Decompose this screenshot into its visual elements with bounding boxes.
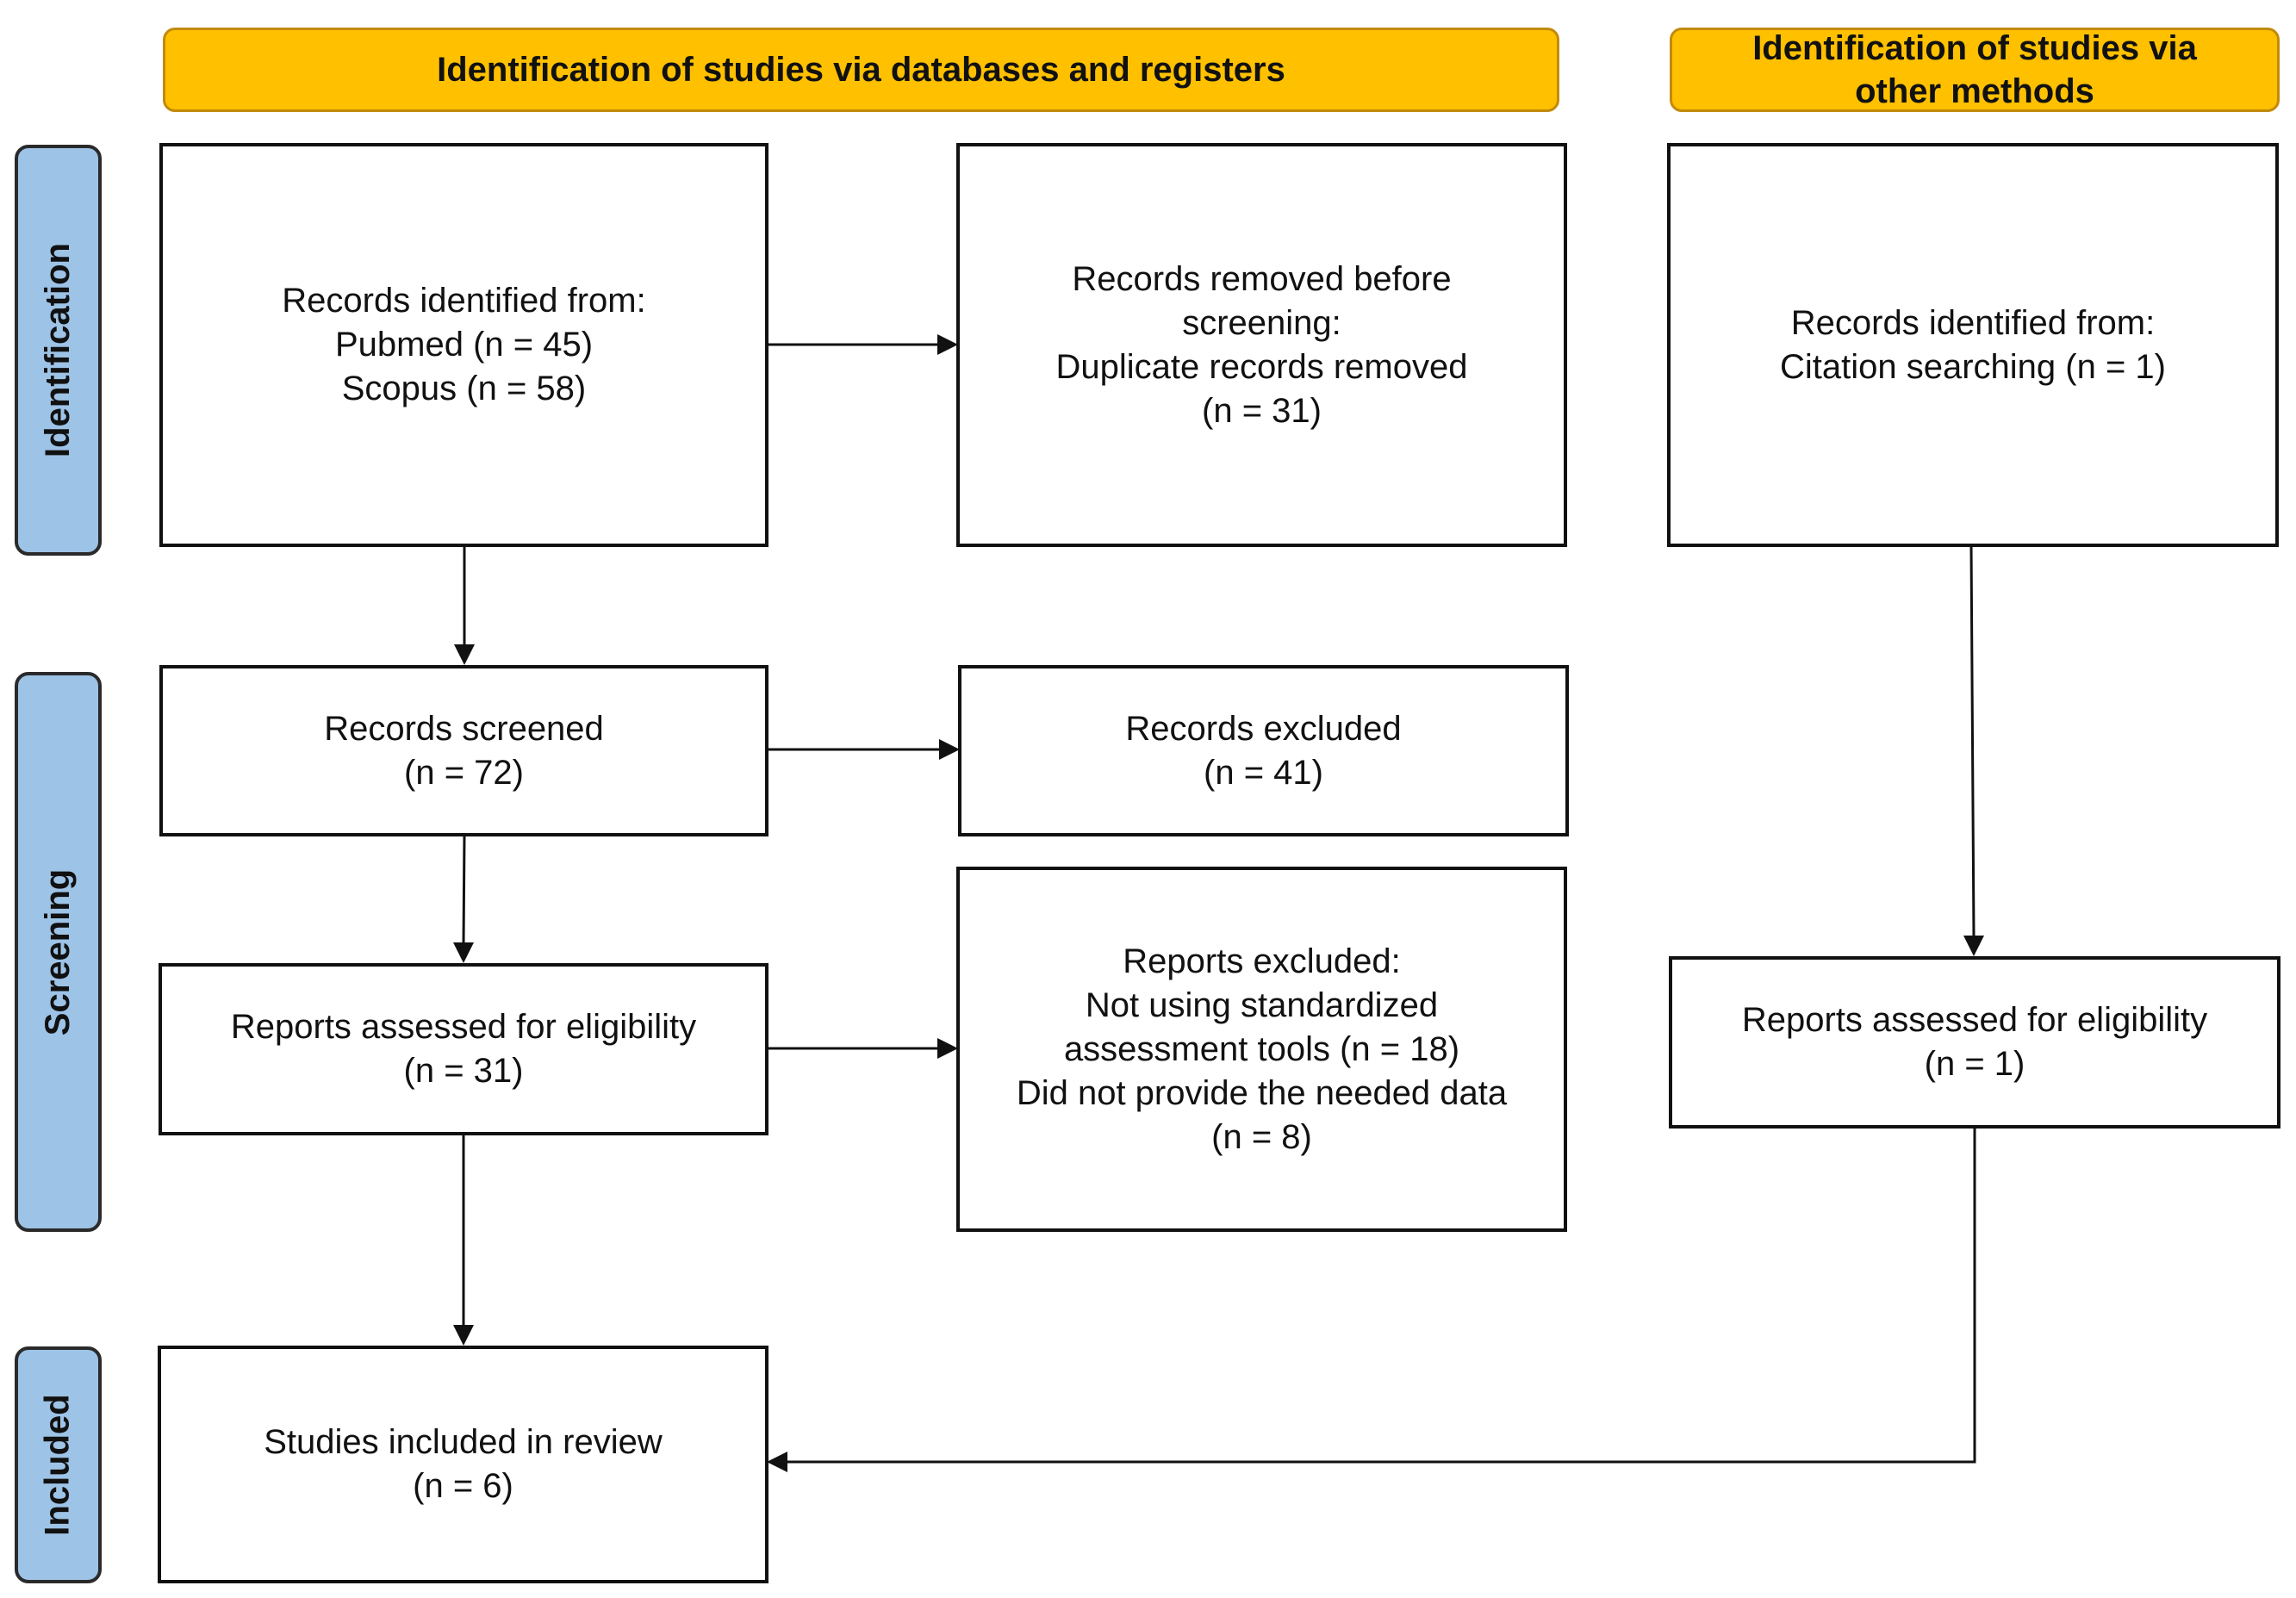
box-records-excluded: Records excluded (n = 41) bbox=[958, 665, 1569, 836]
stage-screening: Screening bbox=[15, 672, 102, 1232]
reports-excluded-heading: Reports excluded: bbox=[1123, 942, 1401, 980]
arrowhead-assessed-to-included bbox=[453, 1325, 474, 1346]
other-reports-assessed-count: (n = 1) bbox=[1924, 1045, 2025, 1083]
box-reports-excluded: Reports excluded: Not using standardized… bbox=[956, 867, 1567, 1232]
header-databases-registers: Identification of studies via databases … bbox=[163, 28, 1559, 112]
arrowhead-screened-to-excluded bbox=[939, 739, 960, 760]
other-reports-assessed-label: Reports assessed for eligibility bbox=[1741, 1001, 2208, 1039]
reports-excluded-line5: (n = 8) bbox=[1211, 1117, 1312, 1156]
box-records-screened: Records screened (n = 72) bbox=[159, 665, 768, 836]
box-other-records-identified: Records identified from: Citation search… bbox=[1667, 143, 2279, 547]
records-identified-pubmed: Pubmed (n = 45) bbox=[334, 326, 594, 364]
header-other-label-line2: other methods bbox=[1855, 72, 2094, 110]
records-identified-scopus: Scopus (n = 58) bbox=[341, 370, 587, 407]
header-other-methods: Identification of studies via other meth… bbox=[1670, 28, 2280, 112]
arrowhead-assessed-to-reports-excluded bbox=[937, 1038, 958, 1059]
records-removed-line1: Records removed before bbox=[1072, 259, 1452, 298]
box-other-reports-assessed: Reports assessed for eligibility (n = 1) bbox=[1669, 956, 2280, 1129]
studies-included-count: (n = 6) bbox=[413, 1467, 513, 1505]
reports-excluded-line3: assessment tools (n = 18) bbox=[1063, 1029, 1460, 1068]
reports-excluded-line2: Not using standardized bbox=[1085, 986, 1439, 1024]
records-excluded-count: (n = 41) bbox=[1204, 753, 1323, 792]
records-screened-label: Records screened bbox=[324, 709, 604, 748]
other-records-identified-heading: Records identified from: bbox=[1790, 303, 2156, 342]
arrowhead-screened-to-assessed bbox=[453, 942, 474, 963]
box-records-removed: Records removed before screening: Duplic… bbox=[956, 143, 1567, 547]
records-screened-count: (n = 72) bbox=[404, 753, 524, 792]
records-excluded-label: Records excluded bbox=[1125, 709, 1402, 748]
arrow-other-identified-to-assessed bbox=[1969, 544, 1976, 938]
box-studies-included: Studies included in review (n = 6) bbox=[158, 1346, 768, 1583]
box-records-identified: Records identified from: Pubmed (n = 45)… bbox=[159, 143, 768, 547]
reports-assessed-count: (n = 31) bbox=[403, 1052, 524, 1090]
stage-included: Included bbox=[15, 1346, 102, 1583]
arrowhead-other-identified-to-assessed bbox=[1963, 936, 1984, 956]
reports-assessed-label: Reports assessed for eligibility bbox=[230, 1008, 697, 1046]
box-reports-assessed: Reports assessed for eligibility (n = 31… bbox=[159, 963, 768, 1135]
header-databases-label: Identification of studies via databases … bbox=[437, 51, 1285, 89]
arrowhead-identified-to-removed bbox=[937, 334, 958, 355]
stage-identification: Identification bbox=[15, 145, 102, 556]
other-records-identified-citation: Citation searching (n = 1) bbox=[1779, 347, 2166, 386]
records-removed-count: (n = 31) bbox=[1202, 391, 1322, 430]
studies-included-label: Studies included in review bbox=[264, 1423, 663, 1461]
header-other-label-line1: Identification of studies via bbox=[1752, 29, 2197, 67]
reports-excluded-line4: Did not provide the needed data bbox=[1016, 1073, 1508, 1112]
arrowhead-identified-to-screened bbox=[454, 644, 475, 665]
records-removed-line3: Duplicate records removed bbox=[1055, 347, 1468, 386]
records-removed-line2: screening: bbox=[1182, 303, 1341, 342]
arrowhead-other-to-included bbox=[767, 1452, 787, 1472]
records-identified-heading: Records identified from: bbox=[282, 282, 646, 320]
arrow-other-assessed-to-included bbox=[784, 1127, 1976, 1464]
